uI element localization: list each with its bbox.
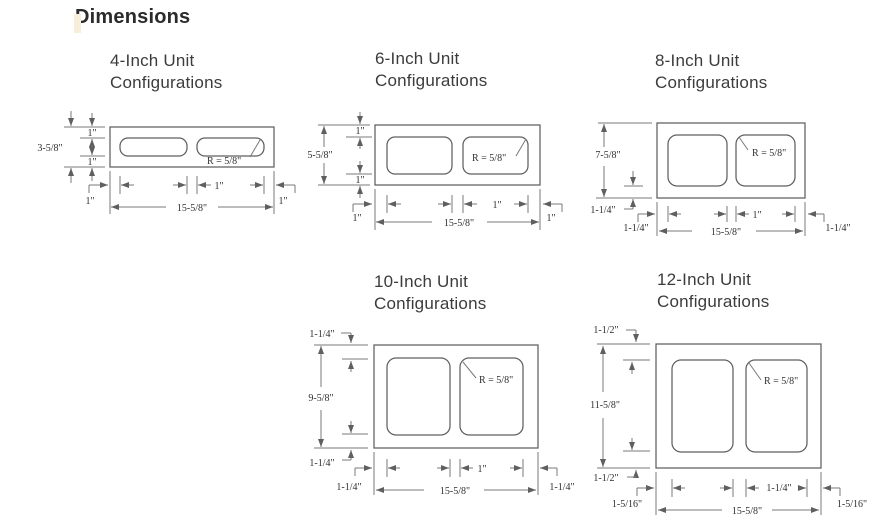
unit10-core-right [459, 357, 524, 436]
unit6-left-end-label: 1" [352, 213, 361, 224]
unit4-heading-line1: 4-Inch Unit [110, 51, 195, 70]
unit12-radius-label: R = 5/8" [764, 376, 798, 387]
unit6-web-label: 1" [492, 200, 501, 211]
unit4-block-outline [109, 126, 275, 168]
unit10-block-outline [373, 344, 539, 449]
unit4-right-end-label: 1" [278, 196, 287, 207]
unit8-left-end-label: 1-1/4" [623, 223, 648, 234]
unit6-heading-line1: 6-Inch Unit [375, 49, 460, 68]
unit10-heading: 10-Inch Unit Configurations [374, 271, 486, 315]
unit10-right-end-label: 1-1/4" [549, 482, 574, 493]
unit10-core-left [386, 357, 451, 436]
unit4-diagram: 3-5/8" 1" 1" 1" 1" 1" 15-5/8" R = 5/8" [37, 111, 296, 214]
unit12-web-label: 1-1/4" [766, 483, 791, 494]
unit10-dimension-lines [314, 332, 558, 495]
unit4-core-left [119, 137, 188, 157]
unit6-length-label: 15-5/8" [444, 218, 474, 229]
scan-artifact [74, 14, 81, 33]
unit6-dimension-lines [318, 112, 563, 230]
unit12-left-end-label: 1-5/16" [612, 499, 642, 510]
unit10-left-end-label: 1-1/4" [336, 482, 361, 493]
unit10-diagram: 1-1/4" 9-5/8" 1-1/4" 1-1/4" 1-1/4" 1" 15… [308, 329, 574, 497]
unit12-core-right [745, 359, 808, 453]
unit12-core-left [671, 359, 734, 453]
unit10-heading-line1: 10-Inch Unit [374, 272, 469, 291]
unit8-height-label: 7-5/8" [595, 150, 620, 161]
unit4-heading: 4-Inch Unit Configurations [110, 50, 222, 94]
unit8-heading-line1: 8-Inch Unit [655, 51, 740, 70]
unit8-core-right [735, 134, 796, 187]
unit12-heading: 12-Inch Unit Configurations [657, 269, 769, 313]
unit4-dimension-lines [64, 111, 296, 214]
unit4-left-end-label: 1" [85, 196, 94, 207]
unit8-web-label: 1" [752, 210, 761, 221]
unit6-top-shell-label: 1" [355, 126, 364, 137]
unit12-heading-line1: 12-Inch Unit [657, 270, 752, 289]
unit8-dimension-lines [596, 122, 825, 236]
unit6-core-left [386, 136, 453, 175]
unit10-bottom-shell-label: 1-1/4" [309, 458, 334, 469]
unit4-heading-line2: Configurations [110, 73, 223, 92]
unit4-top-shell-label: 1" [87, 128, 96, 139]
unit12-length-label: 15-5/8" [732, 506, 762, 517]
unit8-diagram: 7-5/8" 1-1/4" 1-1/4" 1-1/4" 1" 15-5/8" R… [590, 122, 851, 238]
unit8-radius-label: R = 5/8" [752, 148, 786, 159]
unit6-bottom-shell-label: 1" [355, 175, 364, 186]
unit6-heading: 6-Inch Unit Configurations [375, 48, 487, 92]
unit6-height-label: 5-5/8" [307, 150, 332, 161]
unit10-web-label: 1" [477, 464, 486, 475]
unit4-radius-label: R = 5/8" [207, 156, 241, 167]
page-title: Dimensions [75, 6, 191, 28]
unit4-bottom-shell-label: 1" [87, 157, 96, 168]
unit8-length-label: 15-5/8" [711, 227, 741, 238]
unit12-block-outline [655, 343, 822, 469]
unit12-dimension-lines [597, 329, 841, 515]
unit6-heading-line2: Configurations [375, 71, 488, 90]
unit10-radius-label: R = 5/8" [479, 375, 513, 386]
unit4-web-label: 1" [214, 181, 223, 192]
unit12-diagram: 1-1/2" 11-5/8" 1-1/2" 1-5/16" 1-5/16" 1-… [590, 325, 867, 517]
unit8-bottom-shell-label: 1-1/4" [590, 205, 615, 216]
unit6-radius-label: R = 5/8" [472, 153, 506, 164]
unit10-heading-line2: Configurations [374, 294, 487, 313]
unit8-heading-line2: Configurations [655, 73, 768, 92]
unit12-right-end-label: 1-5/16" [837, 499, 867, 510]
unit6-core-right [462, 136, 529, 175]
unit12-top-shell-label: 1-1/2" [593, 325, 618, 336]
unit6-diagram: 5-5/8" 1" 1" 1" 1" 1" 15-5/8" R = 5/8" [307, 112, 563, 230]
unit12-bottom-shell-label: 1-1/2" [593, 473, 618, 484]
unit12-height-label: 11-5/8" [590, 400, 620, 411]
unit4-core-right [196, 137, 265, 157]
unit6-right-end-label: 1" [546, 213, 555, 224]
unit10-length-label: 15-5/8" [440, 486, 470, 497]
unit4-length-label: 15-5/8" [177, 203, 207, 214]
unit8-block-outline [656, 122, 806, 199]
unit10-top-shell-label: 1-1/4" [309, 329, 334, 340]
unit10-height-label: 9-5/8" [308, 393, 333, 404]
unit6-block-outline [374, 124, 541, 186]
unit8-right-end-label: 1-1/4" [825, 223, 850, 234]
unit8-core-left [667, 134, 728, 187]
unit12-heading-line2: Configurations [657, 292, 770, 311]
unit8-heading: 8-Inch Unit Configurations [655, 50, 767, 94]
unit4-height-label: 3-5/8" [37, 143, 62, 154]
